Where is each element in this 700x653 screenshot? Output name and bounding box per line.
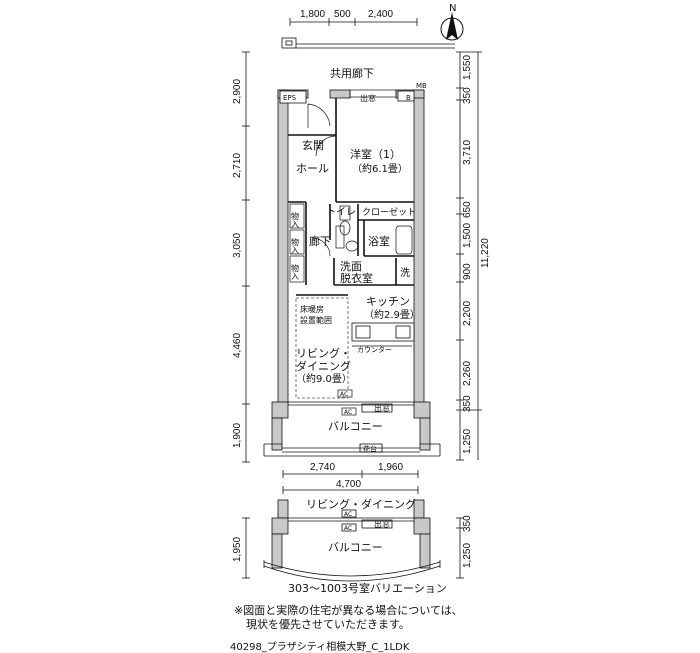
variation-ac-label-2: AC [344,525,352,532]
disclaimer-line-2: 現状を優先させていただきます。 [246,618,410,631]
dim-left-2: 2,710 [232,153,243,178]
storage-label-1: 物入 [291,211,300,228]
dim-top-2: 500 [334,9,351,20]
top-bay-window [349,89,397,98]
dim-right-6: 900 [462,263,473,280]
left-dimension-lines [242,51,250,463]
living-label-1: リビング・ [296,346,351,360]
floor-heat-label-1: 床暖房 [300,304,324,314]
dim-right-1: 1,550 [462,55,473,80]
variation-living-label: リビング・ダイニング [306,497,416,511]
toilet-label: トイレ [326,207,356,218]
storage-label-2: 物入 [291,237,300,254]
entrance-label: 玄関 [302,138,324,152]
top-dimension-lines [289,18,418,26]
mb-label: MB [416,82,427,90]
variation-caption: 303～1003号室バリエーション [288,582,447,595]
floor-heating-zone [295,297,349,399]
bottom-dimension-lines [282,470,419,494]
ac-label-2: AC [344,409,352,416]
variation-plan [242,499,464,582]
dim-bottom-2: 1,960 [378,462,403,473]
ac-units [337,389,357,416]
dim-bottom-1: 2,740 [310,462,335,473]
dim-right-total: 11,220 [480,238,491,268]
dim-right-4: 650 [462,201,473,218]
balcony-sash [288,401,414,413]
eps-label: EPS [283,94,297,102]
washroom-label-2: 脱衣室 [340,271,373,285]
north-label: N [449,3,456,14]
right-dimension-lines [456,51,482,461]
north-arrow-icon [440,12,464,41]
variation-bay-window-label: 出窓 [374,519,390,529]
b-label: B [406,94,411,102]
hall-label: ホール [296,162,329,175]
dim-right-3: 3,710 [462,140,473,165]
dim-top-1: 1,800 [300,9,325,20]
top-window-label: 出窓 [360,93,376,103]
hallway-label: 廊下 [309,234,331,248]
dim-bottom-total: 4,700 [336,479,361,490]
utility-boxes [279,90,415,104]
planter-label: 花台 [363,444,377,453]
door-swings [307,103,337,257]
dim-left-1: 2,900 [232,79,243,104]
top-railing [281,37,455,49]
bay-window-label: 出窓 [374,403,390,413]
counter-label: カウンター [357,345,392,354]
western-room-size: （約6.1畳） [352,162,408,175]
plan-footer-code: 40298_プラザシティ相模大野_C_1LDK [230,642,410,653]
washroom-label-1: 洗面 [340,260,362,273]
dim-right-9: 350 [462,395,473,412]
western-room-label: 洋室（1） [350,147,401,161]
dim-left-5: 1,900 [232,423,243,448]
dim-top-3: 2,400 [368,9,393,20]
kitchen-size: （約2.9畳） [364,308,420,321]
corridor-label: 共用廊下 [330,66,374,80]
dim-right-10: 1,250 [462,429,473,454]
exterior-walls [271,89,431,451]
dim-variation-right-1: 350 [462,515,473,532]
dim-right-7: 2,200 [462,301,473,326]
dim-right-2: 350 [462,87,473,104]
storage-units [289,203,305,283]
bathroom-label: 浴室 [368,234,390,248]
dim-variation-left: 1,950 [232,537,243,562]
variation-balcony-label: バルコニー [328,541,383,554]
dim-left-3: 3,050 [232,233,243,258]
kitchen-label: キッチン [366,295,410,308]
balcony-label: バルコニー [328,420,383,433]
interior-walls [288,98,414,296]
kitchen-counter [351,322,415,347]
balcony-railing [263,443,441,457]
dim-left-4: 4,460 [232,333,243,358]
ac-label-1: AC [340,391,348,398]
washer-label: 洗 [400,267,410,279]
living-size: （約9.0畳） [296,372,352,385]
floor-heat-label-2: 設置範囲 [300,315,332,325]
dim-variation-right-2: 1,250 [462,543,473,568]
dim-right-5: 1,500 [462,223,473,248]
living-label-2: ダイニング [296,359,351,373]
closet-label: クローゼット [362,206,416,218]
storage-label-3: 物入 [291,263,300,280]
disclaimer-line-1: ※図面と実際の住宅が異なる場合については、 [234,604,463,617]
dim-right-8: 2,260 [462,361,473,386]
variation-ac-label-1: AC [344,511,352,518]
bath-fixtures [335,205,413,255]
